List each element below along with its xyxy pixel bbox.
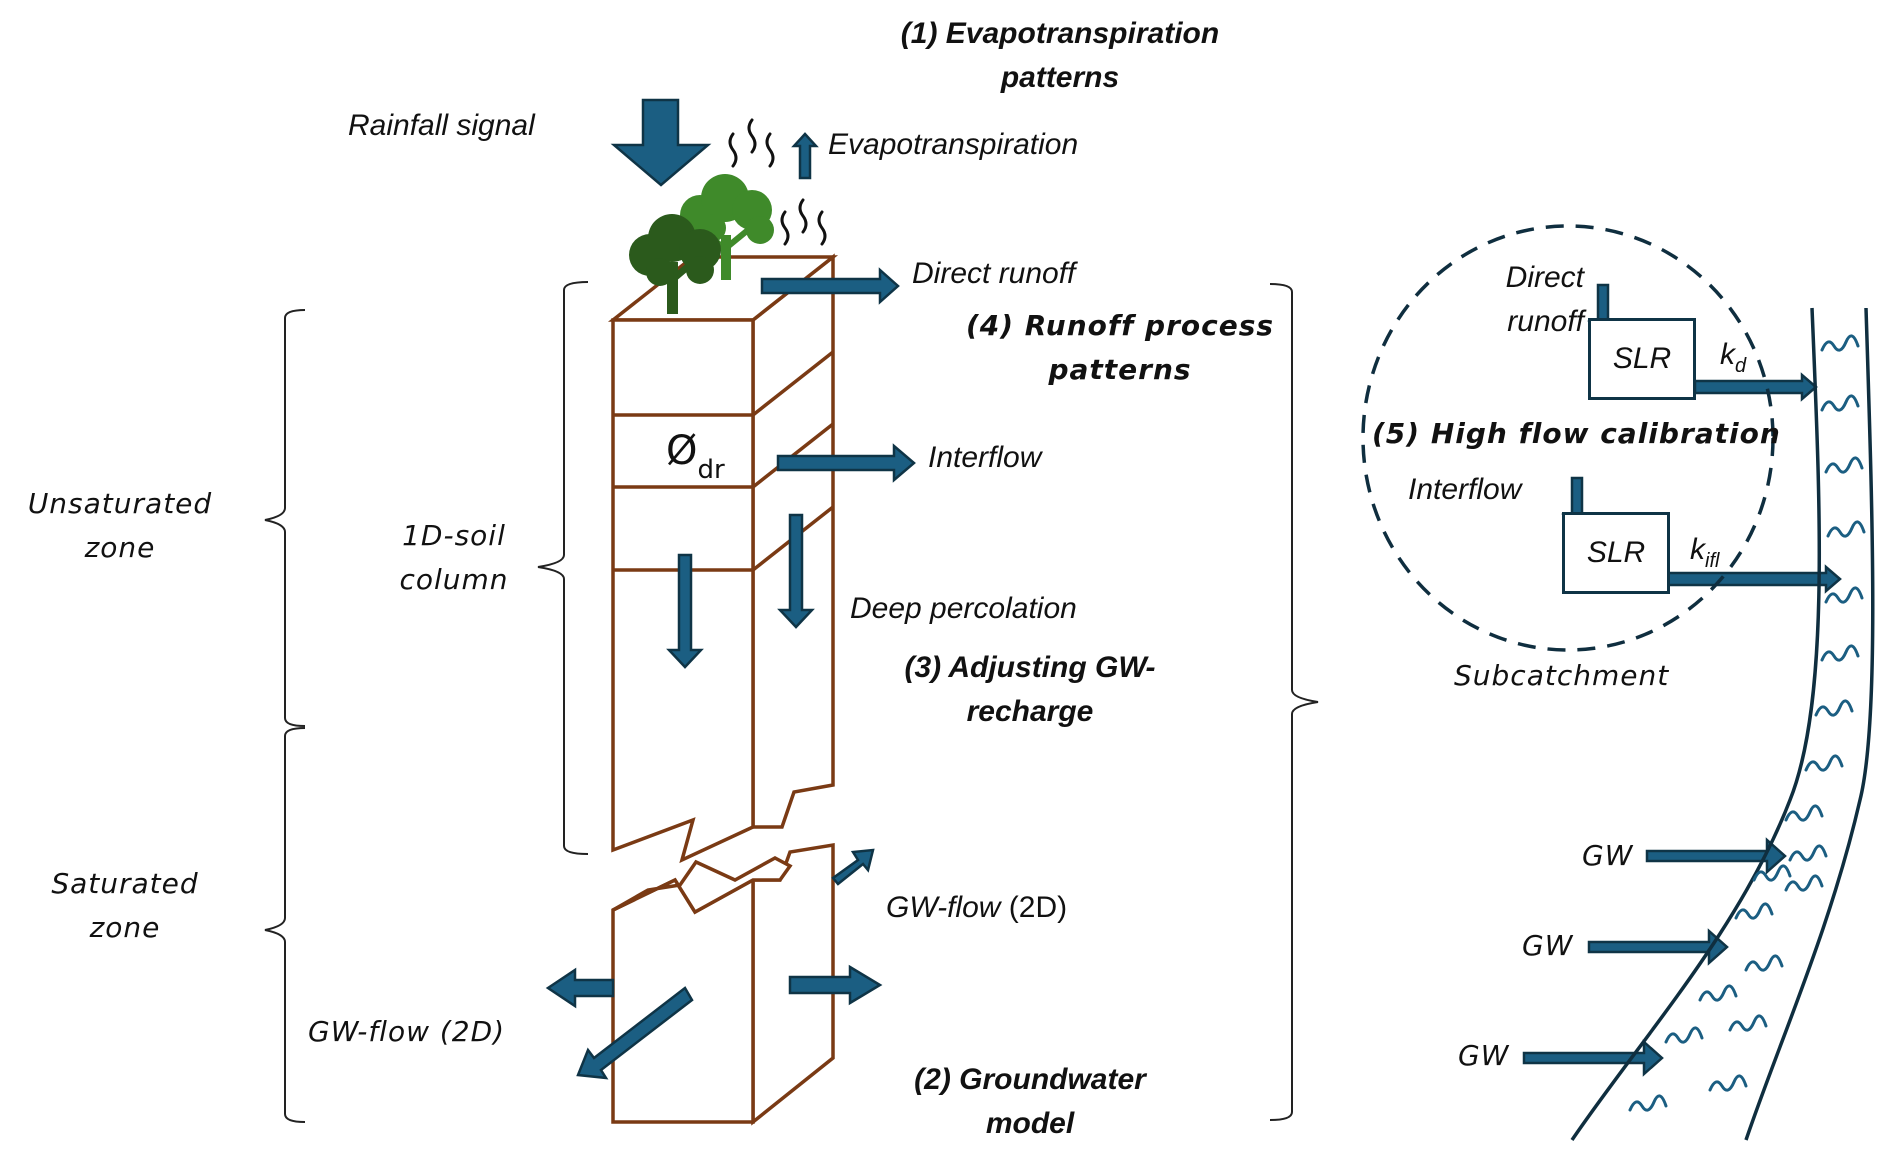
water-wave-icon [1826, 520, 1866, 538]
step-3-line1: (3) Adjusting GW- [904, 651, 1156, 684]
gw-flow-left-label: GW-flow (2D) [308, 1015, 506, 1048]
step-1-evapotranspiration-patterns: (1) Evapotranspiration patterns [850, 12, 1270, 100]
slr-reservoir-interflow: SLR [1562, 512, 1670, 594]
water-wave-icon [1728, 1014, 1768, 1032]
step-3-line2: recharge [966, 695, 1094, 728]
unsaturated-zone-label: Unsaturated zone [10, 482, 230, 570]
water-wave-icon [1708, 1074, 1748, 1092]
subcatchment-interflow-label: Interflow [1408, 473, 1522, 506]
bracket-runoff-process [1269, 283, 1319, 1121]
slr-reservoir-direct-runoff: SLR [1588, 318, 1696, 400]
unsaturated-zone-line1: Unsaturated [27, 487, 213, 520]
water-wave-icon [1784, 804, 1824, 822]
deep-percolation-arrow-side [777, 513, 815, 629]
k-ifl-symbol: k [1690, 533, 1705, 566]
evapotranspiration-arrow [791, 132, 819, 180]
direct-runoff-label: Direct runoff [912, 257, 1076, 290]
gw-inflow-label-3: GW [1458, 1039, 1510, 1072]
water-wave-icon [1784, 874, 1824, 892]
gw-inflow-label-1: GW [1582, 839, 1634, 872]
step-4-line1: (4) Runoff process [965, 309, 1275, 342]
water-wave-icon [1820, 334, 1860, 352]
k-d-symbol: k [1720, 338, 1735, 371]
gw-flow-arrow-right [788, 964, 883, 1006]
water-wave-icon [1628, 1094, 1668, 1112]
gw-flow-right-main: GW-flow [886, 891, 1001, 924]
deep-percolation-arrow-front [666, 553, 704, 669]
gw-inflow-label-2: GW [1522, 929, 1574, 962]
k-ifl-parameter: kifl [1690, 528, 1719, 583]
evapotranspiration-label: Evapotranspiration [828, 128, 1079, 161]
water-wave-icon [1788, 844, 1828, 862]
gw-river-arrow-2 [1587, 928, 1729, 966]
rainfall-arrow [610, 98, 712, 187]
kifl-outflow-arrow [1666, 564, 1842, 594]
k-d-subscript: d [1735, 355, 1747, 377]
rainfall-label: Rainfall signal [348, 109, 535, 142]
step-1-line1: (1) Evapotranspiration [900, 17, 1220, 50]
subcatchment-direct-runoff-line2: runoff [1507, 305, 1584, 338]
gw-flow-right-label: GW-flow (2D) [886, 886, 1067, 930]
water-wave-icon [1820, 394, 1860, 412]
river-channel [1570, 307, 1875, 1141]
water-wave-icon [1824, 586, 1864, 604]
gw-flow-arrow-diagonal-up [831, 848, 875, 886]
soil-parameter-phi-dr: Ødr [666, 428, 725, 485]
soil-column-label: 1D-soil column [350, 514, 558, 602]
step-2-line1: (2) Groundwater [914, 1063, 1146, 1096]
saturated-zone-line2: zone [89, 911, 161, 944]
step-4-line2: patterns [1048, 353, 1192, 386]
step-2-line2: model [985, 1107, 1075, 1140]
water-wave-icon [1814, 699, 1854, 717]
vapour-squiggles-tree [780, 198, 827, 246]
water-wave-icon [1824, 456, 1864, 474]
water-wave-icon [1744, 954, 1784, 972]
k-ifl-subscript: ifl [1705, 550, 1720, 572]
subcatchment-direct-runoff-line1: Direct [1505, 261, 1584, 294]
tree-dark-icon [629, 214, 721, 314]
water-wave-icon [1734, 902, 1774, 920]
phi-symbol: Ø [666, 428, 698, 474]
water-wave-icon [1804, 754, 1844, 772]
phi-subscript: dr [697, 455, 725, 485]
step-3-adjusting-gw-recharge: (3) Adjusting GW- recharge [860, 646, 1200, 734]
kd-outflow-arrow [1693, 372, 1818, 402]
vapour-squiggles-top [728, 118, 775, 168]
step-5-high-flow-calibration: (5) High flow calibration [1372, 417, 1781, 450]
soil-column-label-line1: 1D-soil [402, 519, 506, 552]
subcatchment-direct-runoff-label: Direct runoff [1440, 256, 1584, 344]
step-4-runoff-process-patterns: (4) Runoff process patterns [950, 304, 1290, 392]
saturated-zone-label: Saturated zone [20, 862, 230, 950]
soil-column-label-line2: column [399, 563, 509, 596]
deep-percolation-label: Deep percolation [850, 592, 1077, 625]
gw-river-arrow-3 [1522, 1039, 1664, 1077]
interflow-label: Interflow [928, 441, 1042, 474]
saturated-zone-line1: Saturated [51, 867, 199, 900]
water-wave-icon [1698, 984, 1738, 1002]
k-d-parameter: kd [1720, 333, 1746, 388]
step-1-line2: patterns [1000, 61, 1120, 94]
gw-flow-arrow-left [545, 967, 615, 1009]
water-wave-icon [1664, 1026, 1704, 1044]
gw-flow-right-suffix: (2D) [1000, 891, 1068, 924]
direct-runoff-arrow [760, 267, 900, 305]
step-2-groundwater-model: (2) Groundwater model [860, 1058, 1200, 1146]
bracket-unsaturated-zone [264, 309, 306, 727]
gw-flow-arrow-diagonal-down [576, 986, 694, 1080]
water-wave-icon [1820, 644, 1860, 662]
tree-light-icon [680, 174, 774, 280]
bracket-soil-column [537, 281, 589, 855]
subcatchment-boundary [1361, 224, 1775, 652]
interflow-arrow [776, 443, 916, 483]
subcatchment-label: Subcatchment [1454, 659, 1670, 692]
unsaturated-zone-line2: zone [84, 531, 156, 564]
bracket-saturated-zone [264, 727, 306, 1123]
